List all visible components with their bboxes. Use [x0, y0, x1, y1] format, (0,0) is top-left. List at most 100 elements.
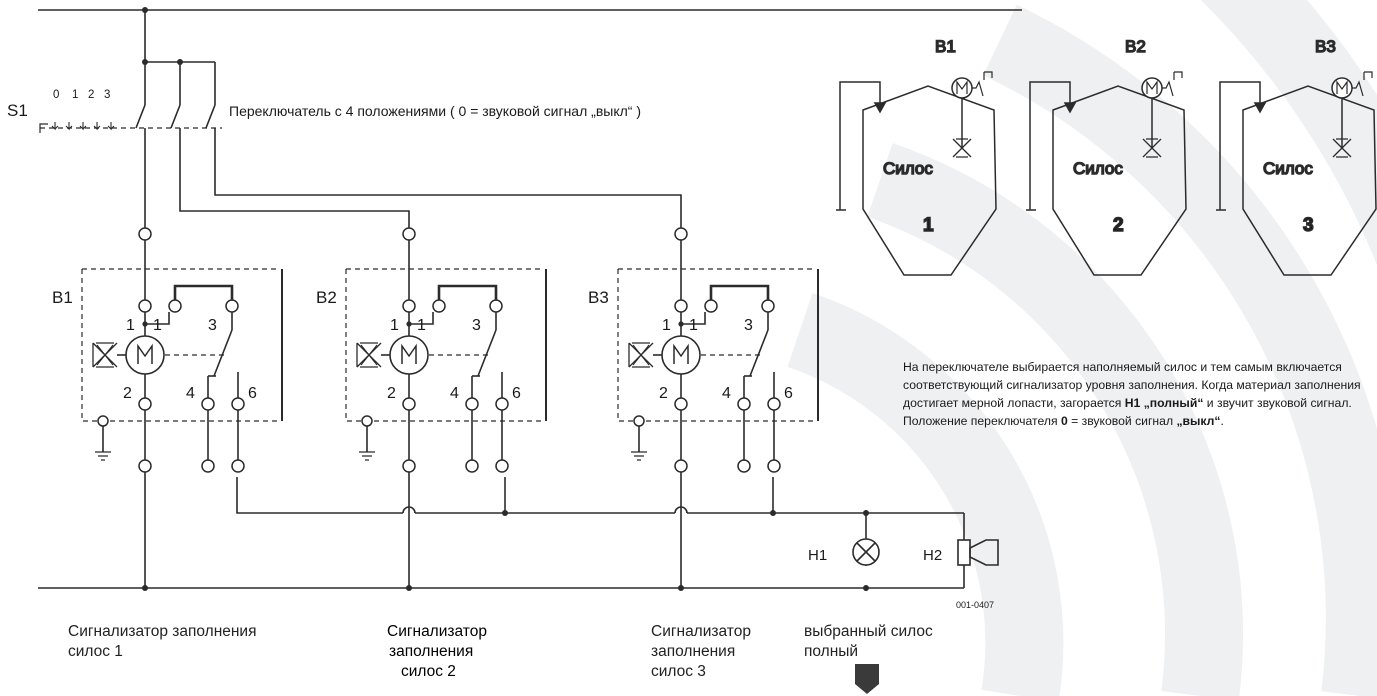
terminal-2	[168, 299, 182, 313]
terminal-3	[225, 299, 239, 313]
horn-h2-symbol	[957, 539, 999, 566]
terminal-0	[674, 227, 688, 241]
fill-arrow-icon	[1253, 102, 1267, 114]
terminal-3	[761, 299, 775, 313]
caption-silo2: Сигнализатор заполнения силос 2	[387, 622, 487, 682]
caption-silo1-line2: силос 1	[68, 643, 123, 660]
bridge-link	[437, 284, 498, 300]
silo-number: 1	[923, 215, 934, 236]
ground-icon	[359, 451, 375, 461]
fill-pipe	[1219, 81, 1261, 210]
caption-silo2-line1: Сигнализатор	[387, 623, 487, 640]
caption-silo3-line3: силос 3	[651, 663, 706, 680]
info-text-1: На переключателе выбирается наполняемый …	[903, 360, 1361, 410]
terminal-label-1: 1	[126, 317, 135, 334]
switch-s1-symbol	[39, 122, 222, 133]
full-indicator-icon	[855, 664, 879, 694]
fill-arrow-icon	[873, 102, 887, 114]
paddle-inner	[632, 344, 650, 366]
terminal-label-6: 6	[512, 385, 521, 402]
module-enclosure	[617, 268, 814, 422]
silo-body	[1052, 85, 1187, 276]
watermark-arcs	[787, 0, 1377, 696]
terminal-6	[495, 397, 509, 411]
paddle-inner	[360, 344, 378, 366]
sensor-m-glyph	[1336, 80, 1348, 94]
module-label: B1	[52, 288, 73, 307]
info-text-2: и звучит звуковой сигнал. Положение пере…	[903, 396, 1352, 428]
switch-pos-3: 3	[104, 89, 110, 101]
terminal-1	[674, 299, 688, 313]
caption-silo1-line1: Сигнализатор заполнения	[68, 623, 257, 640]
terminal-label-6: 6	[784, 385, 793, 402]
switch-description: Переключатель с 4 положениями ( 0 = звук…	[229, 103, 641, 119]
motor-m-glyph	[673, 343, 689, 364]
caption-full-line2: полный	[804, 643, 859, 660]
terminal-label-1b: 1	[417, 317, 426, 334]
terminal-5	[465, 397, 479, 411]
module-label: B3	[588, 288, 609, 307]
silo-sensor-label: B3	[1315, 37, 1336, 56]
terminal-9	[767, 459, 781, 473]
caption-silo3-line1: Сигнализатор	[651, 623, 751, 640]
terminal-1	[402, 299, 416, 313]
motor-m-glyph	[137, 343, 153, 364]
ground-terminal	[97, 415, 109, 427]
silo-body	[1242, 85, 1377, 276]
switch-pos-1: 1	[72, 89, 78, 101]
fill-pipe	[839, 81, 881, 210]
module-enclosure	[81, 268, 278, 422]
terminal-4	[138, 397, 152, 411]
bridge-link	[173, 284, 234, 300]
terminal-2	[704, 299, 718, 313]
terminal-label-3: 3	[472, 317, 481, 334]
terminal-7	[138, 459, 152, 473]
sensor-paddle-icon	[952, 138, 972, 158]
switch-pos-2: 2	[88, 89, 94, 101]
terminal-0	[138, 227, 152, 241]
info-bold-h1: H1 „полный“	[1124, 396, 1204, 410]
sensor-switch-icon	[972, 71, 993, 97]
terminal-6	[767, 397, 781, 411]
terminal-2	[432, 299, 446, 313]
contact-blade	[213, 329, 233, 377]
terminal-8	[465, 459, 479, 473]
sensor-m-glyph	[1146, 80, 1158, 94]
sensor-paddle-icon	[1142, 138, 1162, 158]
module-label: B2	[316, 288, 337, 307]
fill-arrow-icon	[1063, 102, 1077, 114]
terminal-label-4: 4	[722, 385, 731, 402]
horn-label: H2	[923, 547, 942, 564]
bridge-link	[709, 284, 770, 300]
contact-blade	[749, 329, 769, 377]
terminal-label-3: 3	[208, 317, 217, 334]
contact-blade	[477, 329, 497, 377]
terminal-4	[402, 397, 416, 411]
terminal-label-6: 6	[248, 385, 257, 402]
silo-sensor-label: B1	[935, 37, 956, 56]
caption-silo2-line2: заполнения	[389, 643, 474, 660]
caption-silo1: Сигнализатор заполнения силос 1	[68, 622, 256, 662]
switch-label: S1	[7, 101, 28, 120]
terminal-0	[402, 227, 416, 241]
silo-sensor-label: B2	[1125, 37, 1146, 56]
info-paragraph: На переключателе выбирается наполняемый …	[903, 358, 1373, 430]
terminal-8	[737, 459, 751, 473]
module-junction	[678, 321, 684, 327]
terminal-label-2: 2	[123, 385, 132, 402]
info-text-3: = звуковой сигнал	[1067, 414, 1177, 428]
terminal-label-1b: 1	[689, 317, 698, 334]
caption-full: выбранный силос полный	[804, 622, 933, 662]
terminal-9	[495, 459, 509, 473]
ground-terminal	[361, 415, 373, 427]
terminal-label-2: 2	[387, 385, 396, 402]
terminal-5	[737, 397, 751, 411]
wire-bridge	[145, 312, 170, 325]
terminal-label-4: 4	[450, 385, 459, 402]
caption-silo3: Сигнализатор заполнения силос 3	[651, 622, 751, 682]
